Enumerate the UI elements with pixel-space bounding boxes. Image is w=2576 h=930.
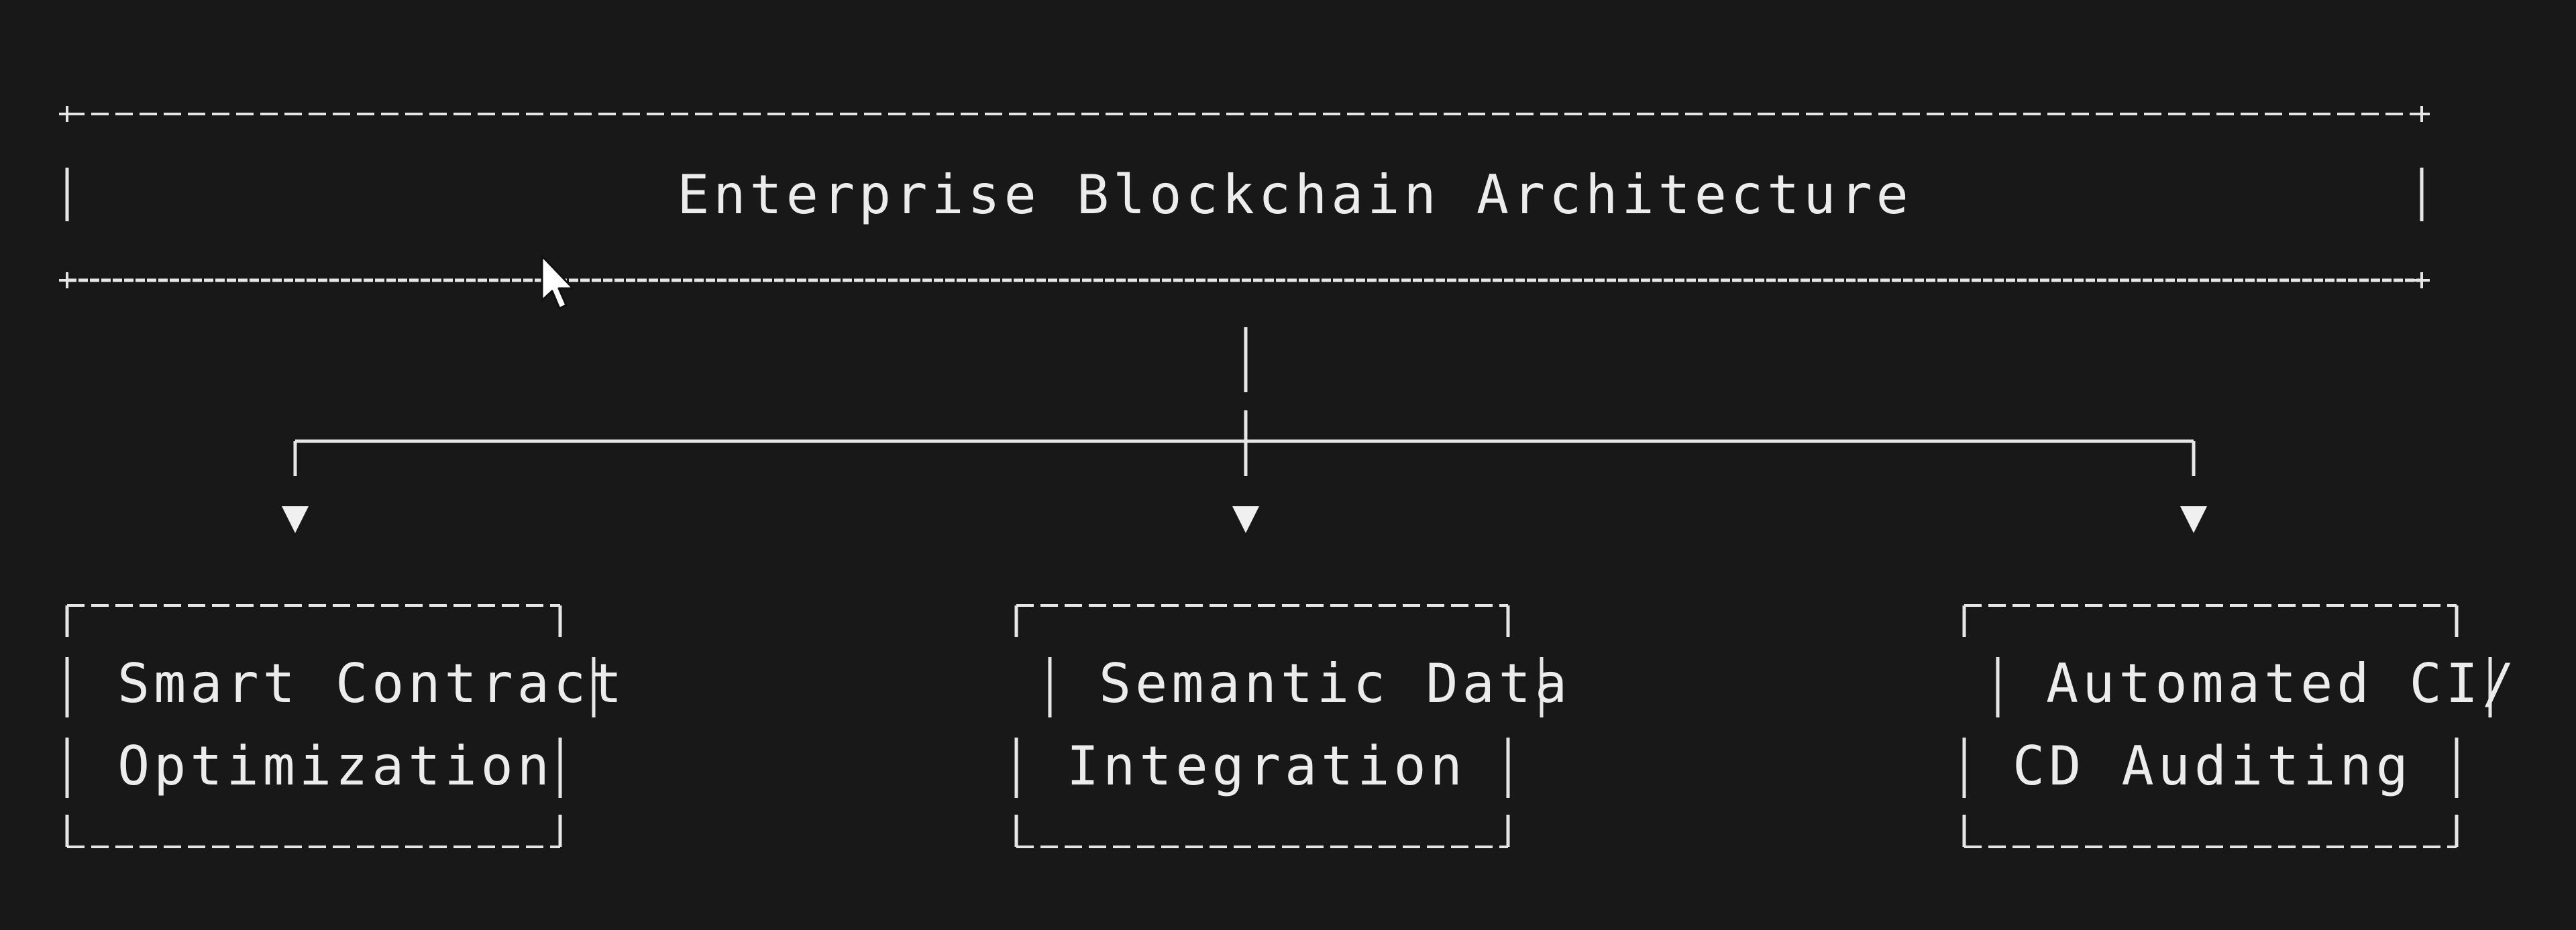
arrow-to-smart-contract [282, 506, 309, 533]
title-box: Enterprise Blockchain Architecture [59, 106, 2430, 288]
connectors [282, 327, 2207, 533]
mouse-pointer-icon [541, 255, 574, 310]
node-automated-ci-cd: Automated CI/ CD Auditing [1962, 604, 2518, 848]
arrow-to-automated-ci-cd [2180, 506, 2207, 533]
node-smart-contract-line-1: Smart Contract [117, 652, 626, 715]
node-smart-contract-line-2: Optimization [117, 735, 553, 797]
node-automated-ci-cd-line-1: Automated CI/ [2046, 652, 2518, 715]
arrow-to-semantic-data [1232, 506, 1259, 533]
title-box-corners [59, 106, 2430, 288]
node-semantic-data-line-2: Integration [1067, 735, 1466, 797]
diagram-title: Enterprise Blockchain Architecture [677, 164, 1913, 226]
node-automated-ci-cd-line-2: CD Auditing [2012, 735, 2412, 797]
node-smart-contract: Smart Contract Optimization [65, 604, 626, 848]
node-semantic-data-line-1: Semantic Data [1099, 652, 1571, 715]
node-semantic-data: Semantic Data Integration [1014, 604, 1571, 848]
